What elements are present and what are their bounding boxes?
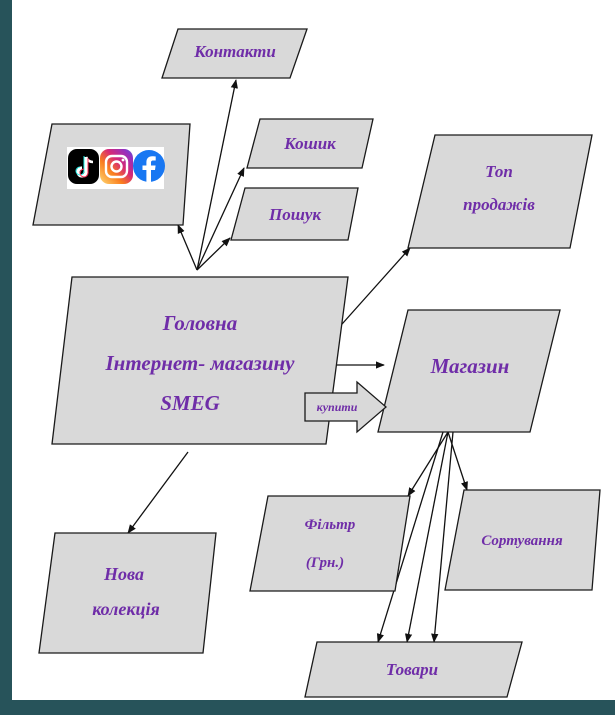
node-goods-label: Товари bbox=[386, 660, 438, 679]
node-goods: Товари bbox=[304, 641, 523, 698]
edge-main-cart bbox=[196, 167, 245, 271]
node-search: Пошук bbox=[230, 187, 359, 241]
edge-main-social bbox=[177, 224, 198, 271]
facebook-icon bbox=[133, 150, 165, 183]
edge-shop-goods-2 bbox=[404, 431, 449, 643]
edge-shop-sorting bbox=[447, 431, 468, 491]
buy-arrow-label: купити bbox=[317, 400, 358, 414]
node-filter-label-2: (Грн.) bbox=[306, 555, 344, 571]
node-main-label-2: Інтернет- магазину bbox=[105, 351, 296, 375]
node-filter: Фільтр (Грн.) bbox=[249, 495, 411, 592]
node-cart-label: Кошик bbox=[283, 134, 336, 153]
node-new-collection: Нова колекція bbox=[38, 532, 217, 654]
node-top-sales: Топ продажів bbox=[407, 134, 593, 249]
node-main: Головна Інтернет- магазину SMEG bbox=[51, 276, 349, 445]
instagram-icon bbox=[100, 149, 133, 184]
buy-arrow: купити bbox=[304, 380, 387, 434]
edge-main-new-collection bbox=[127, 451, 189, 534]
edge-shop-goods-1 bbox=[376, 431, 444, 643]
node-sorting: Сортування bbox=[444, 489, 601, 591]
node-shop-label: Магазин bbox=[430, 354, 510, 378]
edge-main-search bbox=[196, 237, 231, 271]
node-social bbox=[32, 123, 191, 226]
tiktok-icon bbox=[68, 149, 99, 184]
node-main-label-1: Головна bbox=[162, 311, 237, 335]
edge-shop-filter bbox=[407, 431, 449, 497]
node-sorting-label: Сортування bbox=[481, 533, 563, 549]
node-filter-label-1: Фільтр bbox=[305, 517, 356, 533]
node-shop: Магазин bbox=[377, 309, 561, 433]
node-contacts: Контакти bbox=[161, 28, 308, 79]
node-top-sales-label-2: продажів bbox=[463, 195, 535, 214]
edge-main-contacts bbox=[196, 79, 238, 271]
node-new-collection-label-1: Нова bbox=[103, 564, 144, 584]
node-top-sales-label-1: Топ bbox=[485, 162, 513, 181]
node-contacts-label: Контакти bbox=[193, 42, 276, 61]
edge-shop-goods-3 bbox=[431, 431, 454, 643]
node-search-label: Пошук bbox=[268, 205, 321, 224]
node-main-label-3: SMEG bbox=[160, 391, 220, 415]
node-new-collection-label-2: колекція bbox=[92, 599, 160, 619]
node-cart: Кошик bbox=[246, 118, 374, 169]
